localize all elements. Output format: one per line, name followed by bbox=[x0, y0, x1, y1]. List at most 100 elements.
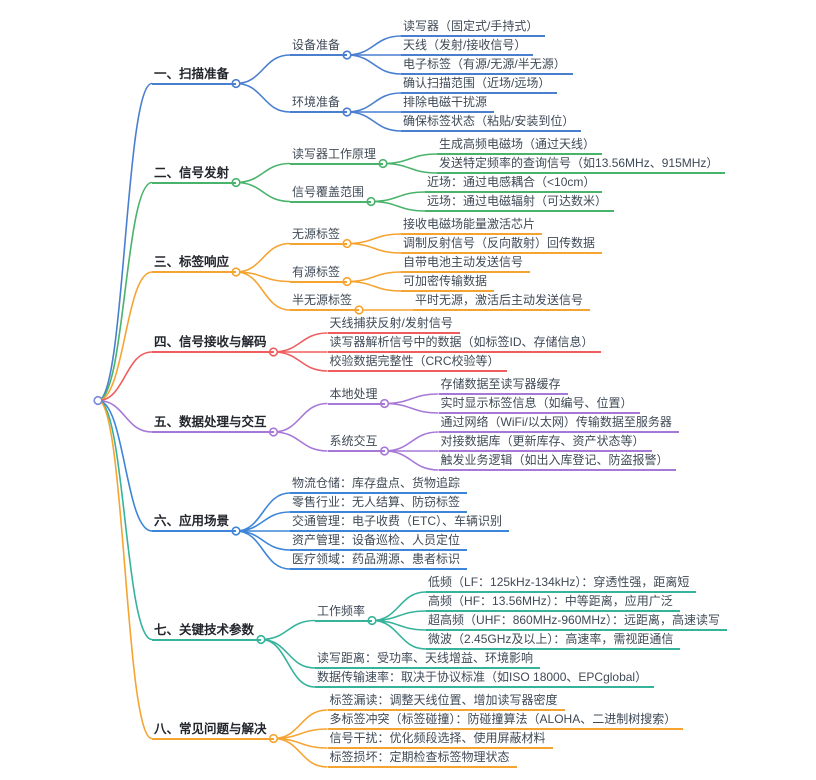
node-label[interactable]: 低频（LF：125kHz-134kHz）：穿透性强，距离短 bbox=[426, 574, 697, 593]
node-label[interactable]: 触发业务逻辑（如出入库登记、防盗报警） bbox=[438, 452, 676, 471]
node-label[interactable]: 可加密传输数据 bbox=[401, 273, 495, 292]
mindmap-node: 医疗领域：药品溯源、患者标识 bbox=[290, 551, 509, 570]
mindmap-node: 高频（HF：13.56MHz）：中等距离，应用广泛 bbox=[426, 593, 727, 612]
node-label[interactable]: 读写器解析信号中的数据（如标签ID、存储信息） bbox=[327, 334, 601, 353]
children-group: 工作频率 低频（LF：125kHz-134kHz）：穿透性强，距离短高频（HF：1… bbox=[315, 574, 728, 688]
mindmap-node: 实时显示标签信息（如编号、位置） bbox=[438, 395, 640, 414]
node-label[interactable]: 本地处理 bbox=[327, 386, 385, 405]
node-label[interactable]: 资产管理：设备巡检、人员定位 bbox=[290, 532, 468, 551]
node-label[interactable]: 多标签冲突（标签碰撞）：防碰撞算法（ALOHA、二进制树搜索） bbox=[327, 711, 684, 730]
node-label[interactable]: 自带电池主动发送信号 bbox=[401, 254, 531, 273]
node-label[interactable]: 半无源标签 bbox=[290, 292, 360, 311]
node-label[interactable]: 环境准备 bbox=[290, 94, 348, 113]
node-label[interactable]: 近场：通过电感耦合（<10cm） bbox=[425, 174, 603, 193]
node-label[interactable]: 读写器工作原理 bbox=[290, 146, 384, 165]
node-label[interactable]: 医疗领域：药品溯源、患者标识 bbox=[290, 551, 468, 570]
mindmap-node: 五、数据处理与交互本地处理存储数据至读写器缓存实时显示标签信息（如编号、位置）系… bbox=[152, 376, 727, 471]
mindmap-node: 标签漏读：调整天线位置、增加读写器密度 bbox=[327, 692, 684, 711]
mindmap-node: 一、扫描准备 设备准备 读写器（固定式/手持式）天线（发射/接收信号）电子标签（有源… bbox=[152, 18, 727, 132]
branch-title[interactable]: 二、信号发射 bbox=[152, 165, 237, 184]
mindmap-node: 无源标签 接收电磁场能量激活芯片调制反射信号（反向散射）回传数据 bbox=[290, 216, 603, 254]
node-label[interactable]: 物流仓储：库存盘点、货物追踪 bbox=[290, 475, 468, 494]
children-group: 设备准备 读写器（固定式/手持式）天线（发射/接收信号）电子标签（有源/无源/半无… bbox=[290, 18, 582, 132]
node-label[interactable]: 发送特定频率的查询信号（如13.56MHz、915MHz） bbox=[437, 155, 726, 174]
mindmap-node: 读写器（固定式/手持式） bbox=[401, 18, 573, 37]
mindmap-node: 三、标签响应 无源标签 接收电磁场能量激活芯片调制反射信号（反向散射）回传数据有源标… bbox=[152, 216, 727, 311]
mindmap-node: 读写器工作原理 生成高频电磁场（通过天线）发送特定频率的查询信号（如13.56MH… bbox=[290, 136, 726, 174]
node-label[interactable]: 电子标签（有源/无源/半无源） bbox=[401, 56, 573, 75]
children-group: 生成高频电磁场（通过天线）发送特定频率的查询信号（如13.56MHz、915MH… bbox=[437, 136, 726, 174]
node-label[interactable]: 标签损坏：定期检查标签物理状态 bbox=[327, 749, 517, 768]
mindmap-node: 生成高频电磁场（通过天线） bbox=[437, 136, 725, 155]
root-node: 一、扫描准备 设备准备 读写器（固定式/手持式）天线（发射/接收信号）电子标签（有源… bbox=[88, 16, 728, 770]
root-label bbox=[88, 385, 98, 402]
branch-title[interactable]: 八、常见问题与解决 bbox=[152, 721, 274, 740]
node-label[interactable]: 标签漏读：调整天线位置、增加读写器密度 bbox=[327, 692, 565, 711]
children-group: 自带电池主动发送信号可加密传输数据 bbox=[401, 254, 531, 292]
mindmap-node: 排除电磁干扰源 bbox=[401, 94, 581, 113]
children-group: 接收电磁场能量激活芯片调制反射信号（反向散射）回传数据 bbox=[401, 216, 603, 254]
mindmap-node: 八、常见问题与解决 标签漏读：调整天线位置、增加读写器密度多标签冲突（标签碰撞）：… bbox=[152, 692, 727, 768]
node-label[interactable]: 信号覆盖范围 bbox=[290, 184, 372, 203]
children-group: 天线捕获反射/发射信号读写器解析信号中的数据（如标签ID、存储信息）校验数据完整… bbox=[327, 315, 601, 372]
node-label[interactable]: 确保标签状态（粘贴/安装到位） bbox=[401, 113, 582, 132]
node-label[interactable]: 天线捕获反射/发射信号 bbox=[327, 315, 460, 334]
node-label[interactable]: 排除电磁干扰源 bbox=[401, 94, 495, 113]
node-label[interactable]: 设备准备 bbox=[290, 37, 348, 56]
node-label[interactable]: 生成高频电磁场（通过天线） bbox=[437, 136, 603, 155]
node-label[interactable]: 信号干扰：优化频段选择、使用屏蔽材料 bbox=[327, 730, 553, 749]
node-label[interactable]: 零售行业：无人结算、防窃标签 bbox=[290, 494, 468, 513]
node-label[interactable]: 接收电磁场能量激活芯片 bbox=[401, 216, 543, 235]
mindmap-node: 校验数据完整性（CRC校验等） bbox=[327, 353, 601, 372]
mindmap-node: 平时无源，激活后主动发送信号 bbox=[413, 292, 591, 311]
node-label[interactable]: 读写器（固定式/手持式） bbox=[401, 18, 546, 37]
node-label[interactable]: 平时无源，激活后主动发送信号 bbox=[413, 292, 591, 311]
branch-title[interactable]: 五、数据处理与交互 bbox=[152, 414, 274, 433]
node-label[interactable]: 对接数据库（更新库存、资产状态等） bbox=[438, 433, 652, 452]
mindmap-node: 通过网络（WiFi/以太网）传输数据至服务器 bbox=[438, 414, 679, 433]
mindmap-node: 标签损坏：定期检查标签物理状态 bbox=[327, 749, 684, 768]
node-label[interactable]: 交通管理：电子收费（ETC）、车辆识别 bbox=[290, 513, 510, 532]
mindmap-node: 读写距离：受功率、天线增益、环境影响 bbox=[315, 650, 727, 669]
mindmap-node: 微波（2.45GHz及以上）：高速率，需视距通信 bbox=[426, 631, 727, 650]
children-group: 无源标签 接收电磁场能量激活芯片调制反射信号（反向散射）回传数据有源标签 自带电池主… bbox=[290, 216, 603, 311]
mindmap-node: 存储数据至读写器缓存 bbox=[438, 376, 640, 395]
mindmap-node: 天线（发射/接收信号） bbox=[401, 37, 573, 56]
mindmap-tree: 一、扫描准备 设备准备 读写器（固定式/手持式）天线（发射/接收信号）电子标签（有源… bbox=[88, 16, 728, 770]
node-label[interactable]: 数据传输速率：取决于协议标准（如ISO 18000、EPCglobal） bbox=[315, 669, 655, 688]
node-label[interactable]: 调制反射信号（反向散射）回传数据 bbox=[401, 235, 603, 254]
node-label[interactable]: 超高频（UHF：860MHz-960MHz）：远距离，高速读写 bbox=[426, 612, 728, 631]
node-label[interactable]: 微波（2.45GHz及以上）：高速率，需视距通信 bbox=[426, 631, 681, 650]
node-label[interactable]: 工作频率 bbox=[315, 603, 373, 622]
node-label[interactable]: 校验数据完整性（CRC校验等） bbox=[327, 353, 507, 372]
children-group: 读写器工作原理 生成高频电磁场（通过天线）发送特定频率的查询信号（如13.56MH… bbox=[290, 136, 726, 212]
node-label[interactable]: 确认扫描范围（近场/远场） bbox=[401, 75, 558, 94]
node-label[interactable]: 远场：通过电磁辐射（可达数米） bbox=[425, 193, 615, 212]
mindmap-node: 确认扫描范围（近场/远场） bbox=[401, 75, 581, 94]
children-group: 平时无源，激活后主动发送信号 bbox=[413, 292, 591, 311]
node-label[interactable]: 读写距离：受功率、天线增益、环境影响 bbox=[315, 650, 541, 669]
node-label[interactable]: 系统交互 bbox=[327, 433, 385, 452]
mindmap-node: 信号干扰：优化频段选择、使用屏蔽材料 bbox=[327, 730, 684, 749]
branch-title[interactable]: 一、扫描准备 bbox=[152, 66, 237, 85]
node-label[interactable]: 有源标签 bbox=[290, 264, 348, 283]
node-label[interactable]: 通过网络（WiFi/以太网）传输数据至服务器 bbox=[438, 414, 679, 433]
children-group: 本地处理 存储数据至读写器缓存实时显示标签信息（如编号、位置） 系统交互 通过网络（W… bbox=[327, 376, 679, 471]
children-group: 物流仓储：库存盘点、货物追踪零售行业：无人结算、防窃标签交通管理：电子收费（ET… bbox=[290, 475, 510, 570]
node-label[interactable]: 存储数据至读写器缓存 bbox=[438, 376, 568, 395]
branch-title[interactable]: 三、标签响应 bbox=[152, 254, 237, 273]
mindmap-node: 低频（LF：125kHz-134kHz）：穿透性强，距离短 bbox=[426, 574, 727, 593]
node-label[interactable]: 高频（HF：13.56MHz）：中等距离，应用广泛 bbox=[426, 593, 680, 612]
mindmap-node: 环境准备 确认扫描范围（近场/远场）排除电磁干扰源确保标签状态（粘贴/安装到位） bbox=[290, 75, 582, 132]
mindmap-node: 系统交互 通过网络（WiFi/以太网）传输数据至服务器对接数据库（更新库存、资产状… bbox=[327, 414, 679, 471]
node-label[interactable]: 天线（发射/接收信号） bbox=[401, 37, 534, 56]
mindmap-node: 确保标签状态（粘贴/安装到位） bbox=[401, 113, 582, 132]
mindmap-node: 数据传输速率：取决于协议标准（如ISO 18000、EPCglobal） bbox=[315, 669, 727, 688]
branch-title[interactable]: 六、应用场景 bbox=[152, 513, 237, 532]
node-label[interactable]: 实时显示标签信息（如编号、位置） bbox=[438, 395, 640, 414]
node-label[interactable]: 无源标签 bbox=[290, 226, 348, 245]
branch-title[interactable]: 七、关键技术参数 bbox=[152, 622, 262, 641]
branch-title[interactable]: 四、信号接收与解码 bbox=[152, 334, 274, 353]
mindmap-node: 对接数据库（更新库存、资产状态等） bbox=[438, 433, 679, 452]
